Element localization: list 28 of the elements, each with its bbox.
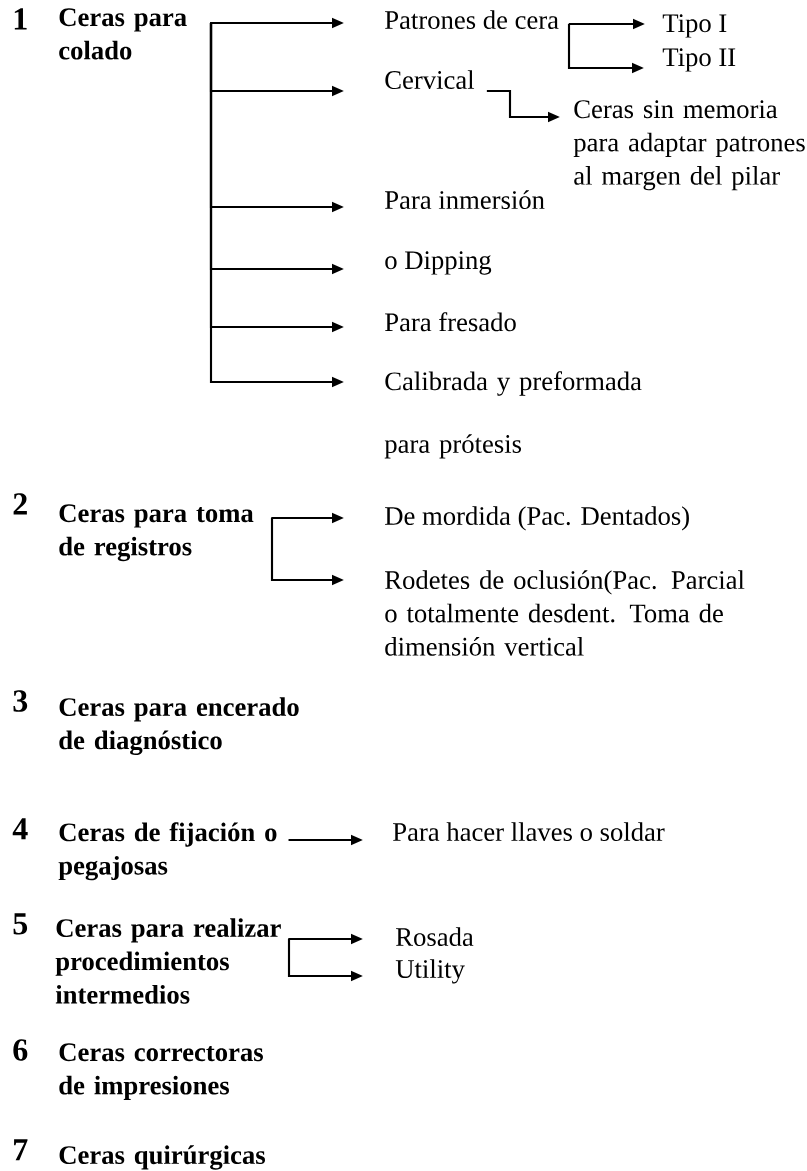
- list-item: Para hacer llaves o soldar: [393, 822, 665, 842]
- list-item: o Dipping: [385, 251, 492, 275]
- category-heading: Ceras para toma de registros: [59, 504, 254, 562]
- category-heading: Ceras para encerado de diagnóstico: [59, 697, 299, 755]
- item-number: 2: [13, 493, 27, 515]
- category-heading: Ceras de fijación o pegajosas: [58, 822, 277, 881]
- list-item: Rodetes de oclusión(Pac. Parcial o totalmente desdent. Toma de dimensión vertical: [385, 570, 745, 656]
- category-heading: Ceras correctoras de impresiones: [59, 1043, 263, 1100]
- item-number: 7: [14, 1139, 28, 1161]
- list-item: Rosada: [396, 927, 474, 947]
- category-heading: Ceras quirúrgicas: [59, 1145, 265, 1170]
- list-item: Para fresado: [385, 312, 516, 332]
- item-number: 3: [13, 690, 28, 712]
- list-item: Calibrada y preformada para prótesis: [384, 371, 642, 459]
- list-item: Ceras sin memoria para adaptar patrones al margen del pilar: [573, 100, 805, 191]
- category-heading: Ceras para colado: [59, 8, 187, 60]
- list-item: Tipo I: [662, 14, 727, 38]
- list-item: Utility: [395, 959, 465, 984]
- item-number: 5: [13, 913, 28, 935]
- category-heading: Ceras para realizar procedimientos intermedios: [55, 918, 281, 1004]
- list-item: De mordida (Pac. Dentados): [385, 506, 689, 531]
- list-item: Para inmersión: [385, 190, 545, 210]
- item-number: 4: [12, 818, 28, 840]
- list-item: Patrones de cera: [385, 10, 559, 29]
- item-number: 6: [13, 1039, 28, 1061]
- item-number: 1: [14, 8, 27, 30]
- list-item: Cervical: [385, 70, 475, 89]
- list-item: Tipo II: [662, 48, 736, 72]
